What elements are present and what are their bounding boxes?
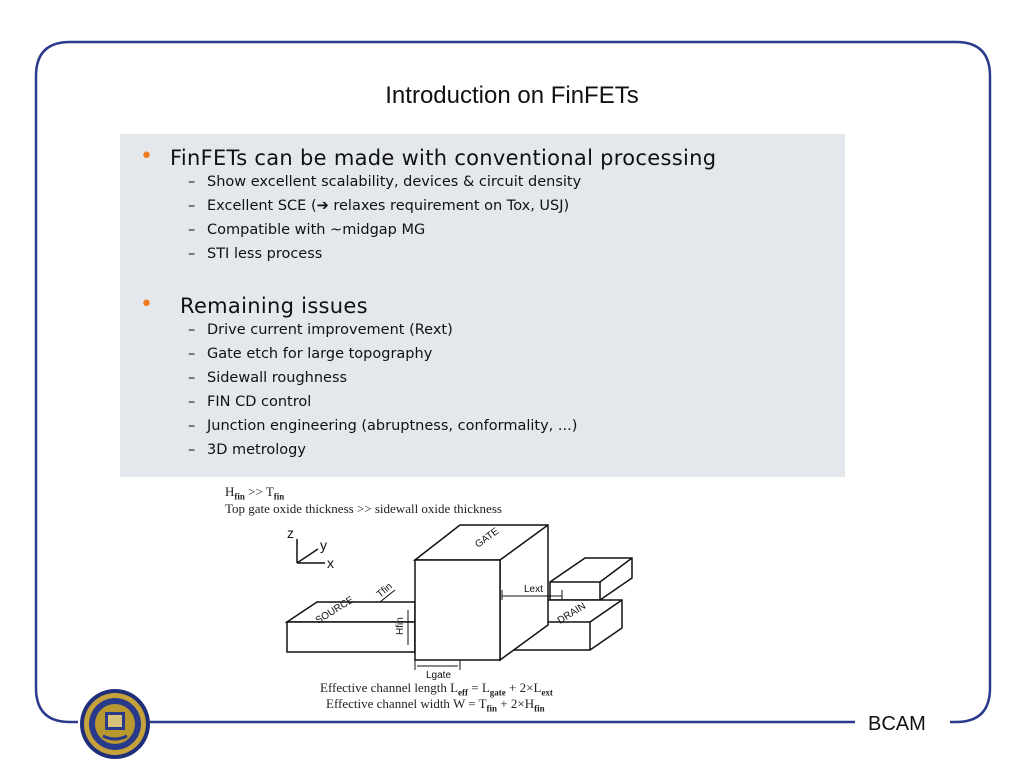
effective-length-eq: Effective channel length Leff = Lgate + … xyxy=(320,680,553,698)
axes-icon xyxy=(296,539,325,564)
oxide-relation: Top gate oxide thickness >> sidewall oxi… xyxy=(225,501,502,516)
footer-bcam: BCAM xyxy=(868,713,926,735)
gate-front xyxy=(414,559,501,661)
bullet-panel: • FinFETs can be made with conventional … xyxy=(120,134,845,477)
hfin-label: Hfin xyxy=(395,617,406,635)
bullet-dot-icon: • xyxy=(140,292,153,317)
university-seal-icon xyxy=(80,689,150,759)
fin-relation: Hfin >> Tfin xyxy=(225,484,285,502)
slide-title: Introduction on FinFETs xyxy=(385,82,639,109)
axis-z-label: z xyxy=(287,525,294,541)
axis-x-label: x xyxy=(327,555,334,571)
finfet-diagram: z y x GATE SOURCE DRAIN Tfin Hfin Lgate … xyxy=(284,524,633,680)
axis-y-label: y xyxy=(320,537,327,553)
effective-width-eq: Effective channel width W = Tfin + 2×Hfi… xyxy=(326,696,545,714)
lgate-label: Lgate xyxy=(426,670,451,680)
tfin-label: Tfin xyxy=(375,581,395,600)
lext-label: Lext xyxy=(524,584,543,595)
bullet-dot-icon: • xyxy=(140,144,153,169)
